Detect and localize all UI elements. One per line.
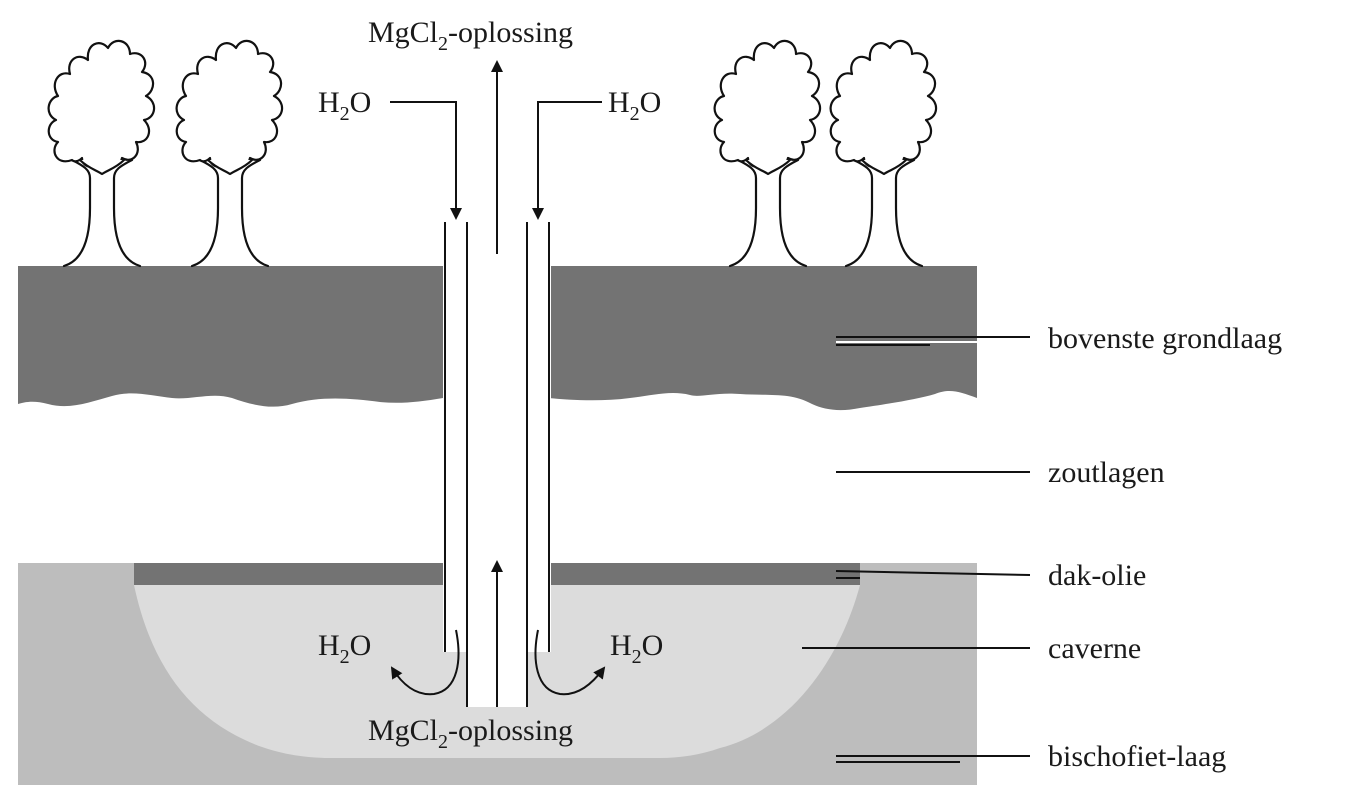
leader-lines <box>802 336 1031 763</box>
label-bischofite: bischofiet-laag <box>1048 740 1226 773</box>
tree-icon <box>175 39 284 268</box>
tree-icon <box>47 39 156 268</box>
tree-icon <box>829 39 938 268</box>
water-in-left-arrow <box>390 101 462 220</box>
water-out-right-arrow <box>534 629 606 696</box>
top-flow-label: MgCl2-oplossing <box>368 16 573 55</box>
label-salt-layers: zoutlagen <box>1048 456 1165 489</box>
bottom-flow-label: MgCl2-oplossing <box>368 714 573 753</box>
water-in-right-label: H2O <box>608 86 661 125</box>
water-in-left-label: H2O <box>318 86 371 125</box>
pipe-walls <box>443 222 551 707</box>
water-out-left-label: H2O <box>318 629 371 668</box>
water-out-left-arrow <box>390 629 460 696</box>
label-roof-oil: dak-olie <box>1048 559 1146 592</box>
tree-icon <box>713 39 822 268</box>
water-out-right-label: H2O <box>610 629 663 668</box>
label-top-soil: bovenste grondlaag <box>1048 322 1282 355</box>
label-cavern: caverne <box>1048 632 1141 665</box>
water-in-right-arrow <box>532 101 602 220</box>
